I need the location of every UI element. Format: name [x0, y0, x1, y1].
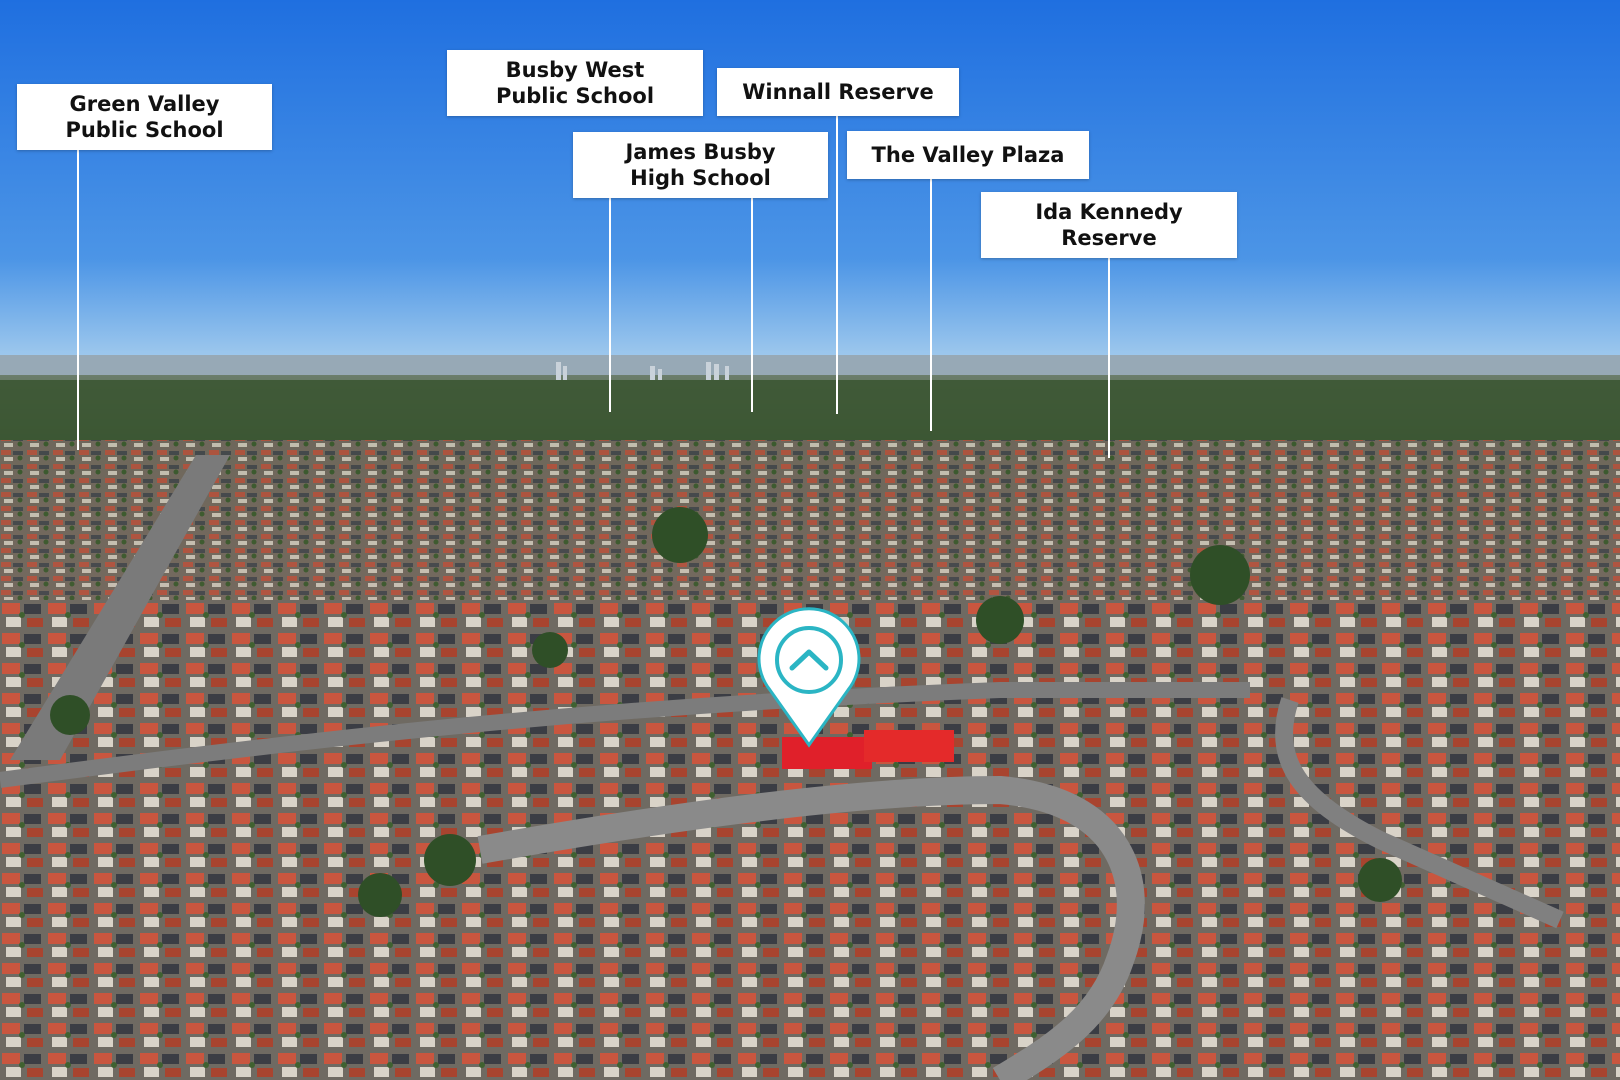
leader-line-winnall: [836, 116, 838, 414]
chevron-up-icon: [789, 649, 829, 671]
label-line: Ida Kennedy: [1035, 200, 1183, 224]
leader-line-valley-plaza: [930, 179, 932, 431]
suburb-far: [0, 440, 1620, 610]
label-line: Busby West: [505, 58, 645, 82]
label-line: Green Valley: [69, 92, 220, 116]
label-line: High School: [630, 166, 771, 190]
pin-ring: [775, 626, 843, 694]
label-james-busby-high-school: James Busby High School: [573, 132, 828, 198]
leader-line-james-busby: [751, 198, 753, 412]
label-line: Winnall Reserve: [742, 80, 934, 104]
label-busby-west-public-school: Busby West Public School: [447, 50, 703, 116]
label-line: The Valley Plaza: [871, 143, 1065, 167]
label-ida-kennedy-reserve: Ida Kennedy Reserve: [981, 192, 1237, 258]
label-green-valley-public-school: Green Valley Public School: [17, 84, 272, 150]
label-winnall-reserve: Winnall Reserve: [717, 68, 959, 116]
location-pin[interactable]: [757, 607, 861, 748]
cul-de-sac-road: [477, 775, 1145, 1080]
label-the-valley-plaza: The Valley Plaza: [847, 131, 1089, 179]
property-roof: [782, 737, 872, 769]
label-line: James Busby: [625, 140, 776, 164]
far-tree-band: [0, 380, 1620, 450]
main-road: [10, 455, 230, 760]
leader-line-busby-west: [609, 197, 611, 412]
tree-clumps: [50, 507, 1402, 917]
distant-towers: [556, 362, 729, 380]
leader-line-green-valley: [77, 150, 79, 450]
label-line: Reserve: [1061, 226, 1157, 250]
side-road: [1275, 697, 1564, 929]
label-line: Public School: [65, 118, 224, 142]
cross-street: [0, 682, 1250, 788]
leader-line-ida-kennedy: [1108, 258, 1110, 458]
label-line: Public School: [495, 84, 655, 108]
neighbour-roof: [864, 730, 954, 762]
